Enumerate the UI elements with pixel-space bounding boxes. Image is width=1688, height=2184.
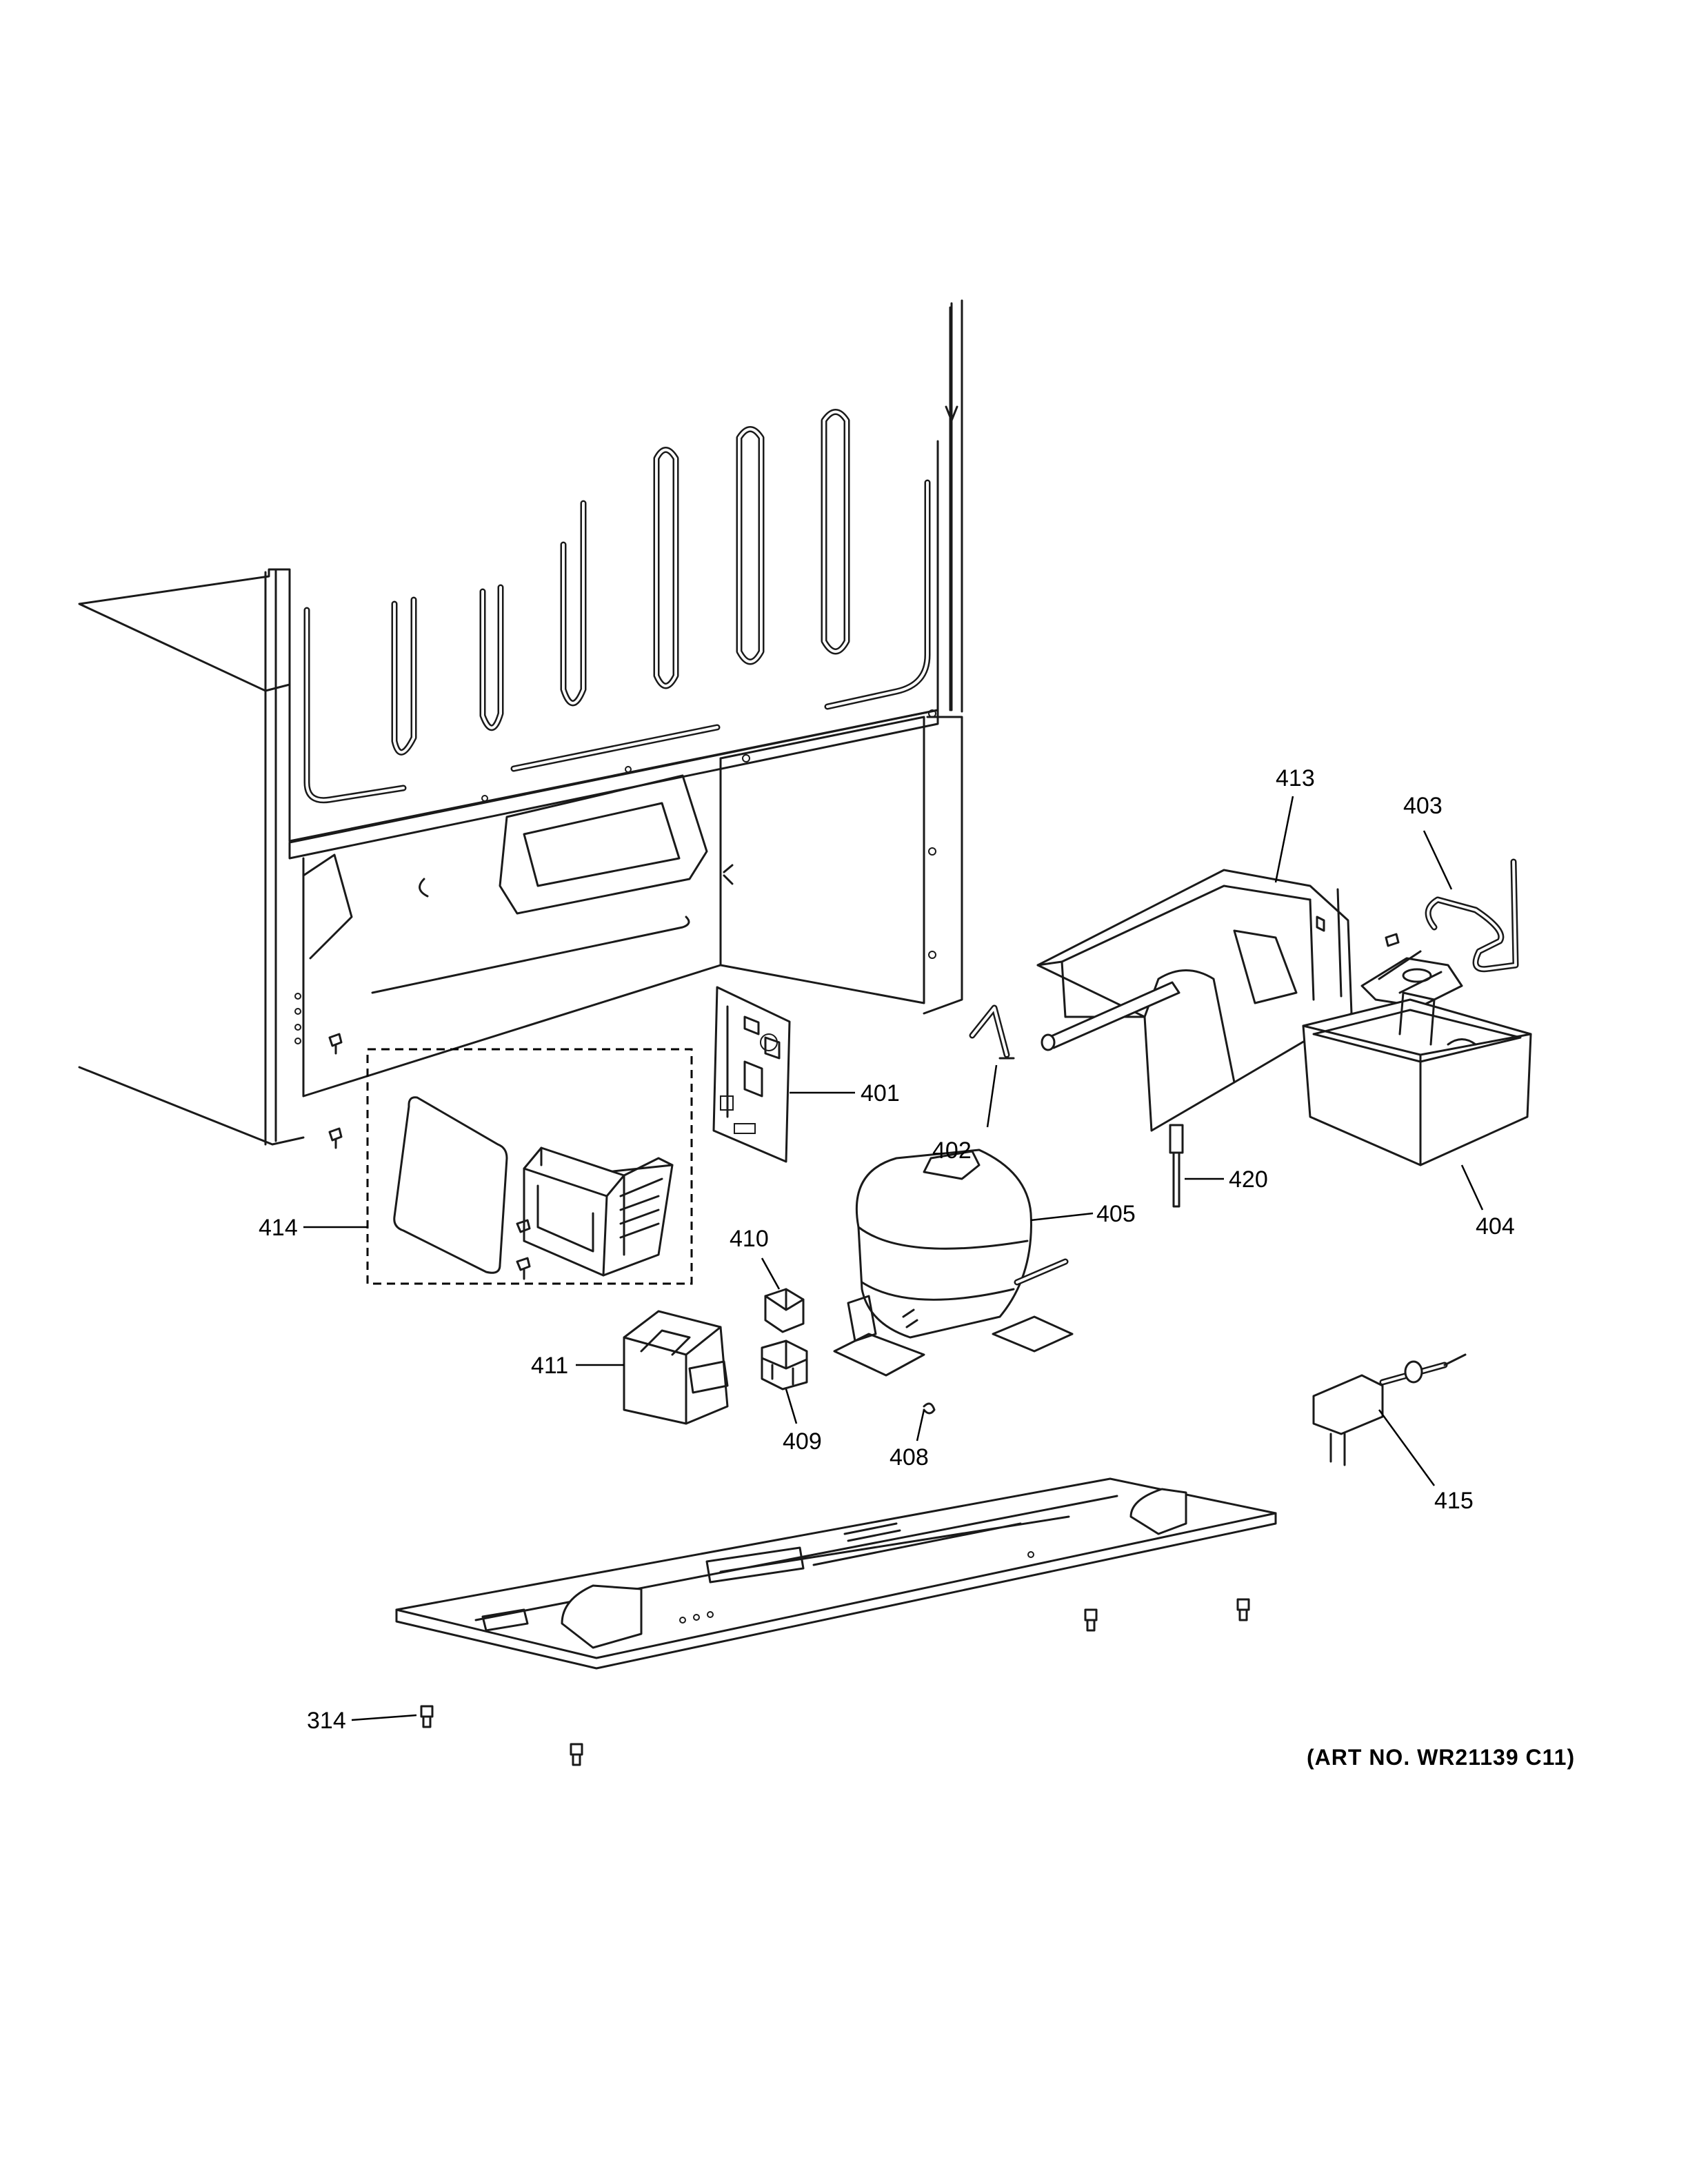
callout-405: 405	[1096, 1201, 1136, 1227]
screw	[1236, 1598, 1250, 1621]
power-cord	[1312, 1353, 1467, 1466]
callout-314: 314	[307, 1708, 346, 1734]
callout-408: 408	[890, 1444, 929, 1470]
drain-pan-bracket	[1036, 869, 1353, 1132]
screw	[570, 1743, 583, 1766]
callout-404: 404	[1476, 1213, 1515, 1240]
screw	[1084, 1608, 1098, 1632]
callout-401: 401	[861, 1080, 900, 1106]
process-tube	[1169, 1124, 1184, 1208]
inverter-module	[623, 1310, 729, 1425]
callout-403: 403	[1403, 793, 1443, 819]
callout-414: 414	[259, 1215, 298, 1241]
relay	[761, 1339, 808, 1391]
art-number: (ART NO. WR21139 C11)	[1307, 1745, 1575, 1770]
overload	[764, 1288, 805, 1333]
leader-lines	[303, 796, 1484, 1721]
cabinet-back-panel	[78, 299, 963, 1146]
condenser-coil	[303, 409, 931, 804]
callout-410: 410	[730, 1226, 769, 1252]
callout-402: 402	[932, 1138, 972, 1164]
control-board	[712, 986, 791, 1163]
clip	[923, 1402, 936, 1415]
refrigerant-tubing	[1360, 858, 1519, 1008]
callout-411: 411	[531, 1353, 568, 1379]
compressor	[833, 1149, 1074, 1377]
callout-420: 420	[1229, 1166, 1268, 1193]
sensor-tube	[969, 1004, 1015, 1060]
callout-413: 413	[1276, 765, 1315, 791]
control-box-assembly	[328, 1033, 693, 1285]
screw-314	[420, 1705, 434, 1728]
drain-pan	[1302, 991, 1532, 1166]
base-plate	[395, 1477, 1277, 1670]
callout-409: 409	[783, 1428, 822, 1455]
callout-415: 415	[1434, 1488, 1474, 1514]
